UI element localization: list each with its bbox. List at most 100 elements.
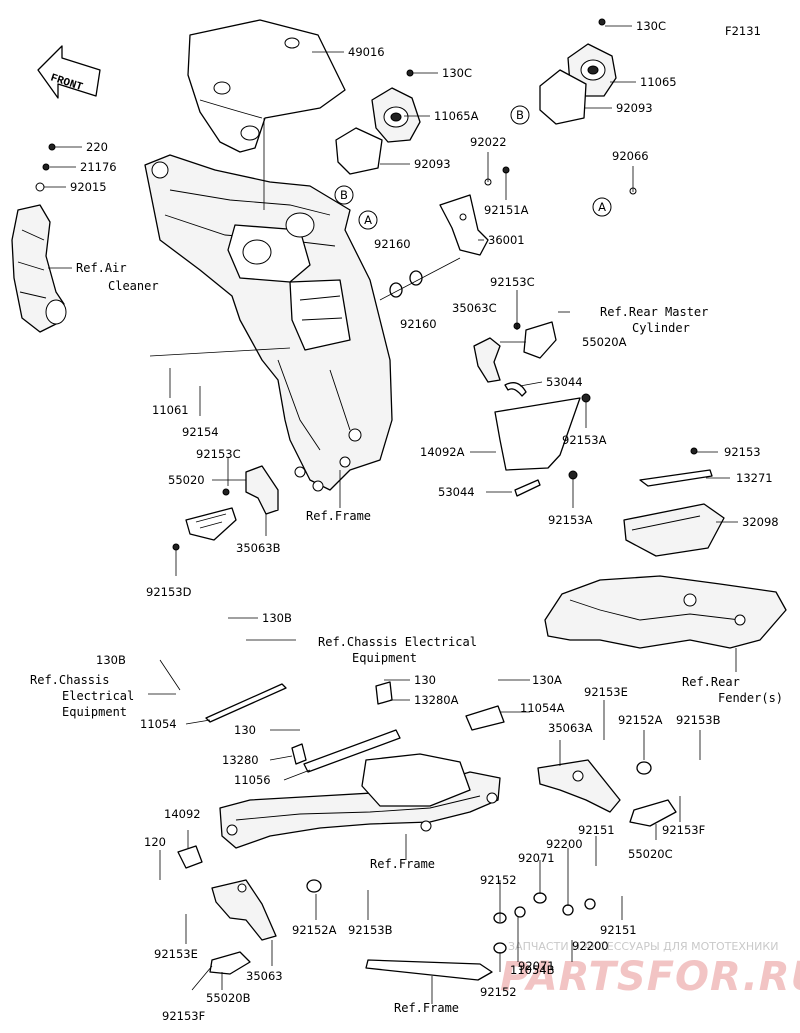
- rail-11054: [205, 683, 287, 723]
- watermark-line1: ЗАПЧАСТИ И АКСЕССУАРЫ ДЛЯ МОТОТЕХНИКИ: [508, 940, 778, 953]
- part-label: 130: [414, 673, 436, 687]
- bracket-11054a: [465, 705, 505, 731]
- part-label: 13280: [222, 753, 259, 767]
- ref-label: Ref.Frame: [370, 857, 435, 871]
- part-label: 92153A: [548, 513, 593, 527]
- part-label: 55020C: [628, 847, 673, 861]
- part-label: 92093: [414, 157, 451, 171]
- part-label: 55020B: [206, 991, 251, 1005]
- reference-labels: Ref.Air Cleaner Ref.Rear Master Cylinder…: [30, 261, 783, 1015]
- part-label: 92066: [612, 149, 649, 163]
- part-label: 92153B: [348, 923, 393, 937]
- ref-label: Ref.Air: [76, 261, 127, 275]
- callout-letter: A: [598, 200, 606, 214]
- guard-55020b: [209, 951, 251, 975]
- part-label: 120: [144, 835, 166, 849]
- part-number-labels: 49016 130C 11065A 92093 130C 11065 92093…: [70, 19, 779, 1023]
- part-label: 92153B: [676, 713, 721, 727]
- ref-label: Cleaner: [108, 279, 159, 293]
- part-label: 32098: [742, 515, 779, 529]
- cap-11065: [539, 43, 617, 125]
- bracket-35063b: [245, 465, 279, 515]
- part-label: 92071: [518, 959, 555, 973]
- watermark-logo: PARTSFOR.RU: [500, 954, 800, 1000]
- part-label: 21176: [80, 160, 117, 174]
- guard-55020c: [629, 799, 677, 827]
- clamp-13280: [291, 743, 307, 765]
- part-label: 92153E: [154, 947, 198, 961]
- ref-label: Ref.Frame: [394, 1001, 459, 1015]
- part-label: 11056: [234, 773, 271, 787]
- module-32098: [623, 503, 725, 557]
- washers-92160: [379, 257, 461, 301]
- ref-label: Electrical: [62, 689, 134, 703]
- ref-label: Ref.Chassis Electrical: [318, 635, 477, 649]
- rear-subframe: [219, 753, 501, 849]
- rail-11056: [303, 729, 401, 773]
- washer-92152a-right: [636, 761, 652, 775]
- part-label: 130: [234, 723, 256, 737]
- part-label: 92153D: [146, 585, 192, 599]
- part-label: 35063B: [236, 541, 281, 555]
- part-label: 92153: [724, 445, 761, 459]
- part-label: 36001: [488, 233, 525, 247]
- part-label: 92152A: [292, 923, 337, 937]
- part-label: 35063A: [548, 721, 593, 735]
- main-frame: [144, 154, 393, 492]
- part-label: 13271: [736, 471, 773, 485]
- part-label: 11054B: [510, 963, 555, 977]
- guard-55020: [172, 488, 237, 551]
- clamp-13280a: [375, 681, 393, 705]
- cover-14092a: [494, 393, 591, 480]
- ref-label: Equipment: [62, 705, 127, 719]
- ref-label: Ref.Rear Master: [600, 305, 708, 319]
- guard-14092: [177, 845, 203, 869]
- ref-label: Ref.Frame: [306, 509, 371, 523]
- watermark: ЗАПЧАСТИ И АКСЕССУАРЫ ДЛЯ МОТОТЕХНИКИ PA…: [500, 940, 800, 1000]
- callout-a-right: A: [592, 197, 612, 217]
- part-label: 92022: [470, 135, 507, 149]
- part-label: 11061: [152, 403, 189, 417]
- part-label: 92093: [616, 101, 653, 115]
- upper-cover-49016: [187, 19, 346, 153]
- bracket-36001: [439, 194, 489, 256]
- part-label: 11065A: [434, 109, 479, 123]
- part-label: 53044: [438, 485, 475, 499]
- callout-b-frame: B: [334, 185, 354, 205]
- part-label: 130B: [96, 653, 126, 667]
- part-label: 220: [86, 140, 108, 154]
- ref-label: Fender(s): [718, 691, 783, 705]
- part-label: 92153C: [490, 275, 535, 289]
- part-label: 92071: [518, 851, 555, 865]
- part-label: 11054A: [520, 701, 565, 715]
- wire-13271: [639, 447, 713, 487]
- part-label: 130B: [262, 611, 292, 625]
- rear-fender: [544, 575, 787, 649]
- part-label: 35063: [246, 969, 283, 983]
- ref-label: Equipment: [352, 651, 417, 665]
- part-label: 92015: [70, 180, 107, 194]
- part-label: 14092A: [420, 445, 465, 459]
- part-label: 92154: [182, 425, 219, 439]
- part-label: 92151: [578, 823, 615, 837]
- leader-lines: [44, 25, 738, 1004]
- ref-label: Ref.Rear: [682, 675, 740, 689]
- part-label: 92200: [546, 837, 583, 851]
- ref-label: Cylinder: [632, 321, 690, 335]
- part-label: 92152: [480, 873, 517, 887]
- part-label: 92200: [572, 939, 609, 953]
- part-label: 13280A: [414, 693, 459, 707]
- part-label: 92153F: [162, 1009, 205, 1023]
- part-label: 11065: [640, 75, 677, 89]
- part-label: 11054: [140, 717, 177, 731]
- part-label: 92160: [400, 317, 437, 331]
- part-label: 14092: [164, 807, 201, 821]
- part-label: 92153C: [196, 447, 241, 461]
- part-label: 130C: [636, 19, 666, 33]
- callout-letter: A: [364, 213, 372, 227]
- part-label: 92153F: [662, 823, 705, 837]
- part-label: 92151A: [484, 203, 529, 217]
- callout-letter: B: [516, 108, 524, 122]
- bracket-35063: [211, 879, 322, 941]
